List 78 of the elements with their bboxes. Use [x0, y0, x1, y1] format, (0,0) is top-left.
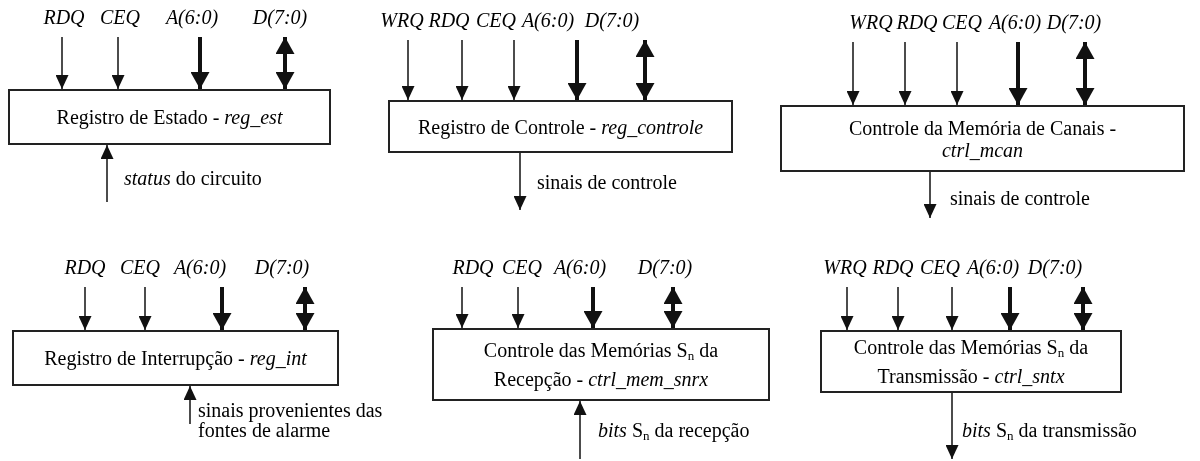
- signal-label: CEQ: [100, 5, 140, 29]
- signal-label: D(7:0): [1027, 255, 1083, 279]
- signal-label: RDQ: [43, 5, 85, 29]
- module-label: Registro de Interrupção - reg_int: [44, 347, 307, 369]
- arrow: [945, 286, 959, 331]
- signal-label: CEQ: [502, 255, 542, 279]
- arrow: [846, 41, 860, 106]
- double-arrow: [663, 287, 683, 328]
- signal-label: RDQ: [428, 8, 470, 32]
- signal-label: WRQ: [823, 255, 867, 279]
- signal-description: sinais de controle: [537, 172, 678, 192]
- arrow: [401, 39, 415, 101]
- arrow: [100, 144, 114, 203]
- arrow: [138, 286, 152, 331]
- arrow: [190, 37, 210, 89]
- signal-label: D(7:0): [254, 255, 310, 279]
- module-block: [432, 328, 770, 401]
- arrow: [573, 400, 587, 460]
- arrow: [455, 286, 469, 329]
- arrow: [1000, 287, 1020, 330]
- module-block: [780, 105, 1185, 172]
- signal-label: A(6:0): [966, 255, 1020, 279]
- signal-label: CEQ: [476, 8, 516, 32]
- signal-description: status do circuito: [124, 168, 263, 188]
- arrow: [212, 287, 232, 330]
- module-label: Controle das Memórias S$_{n}$ da Recepção - ctrl_mem_snrx: [482, 339, 720, 390]
- arrow: [945, 392, 959, 460]
- module-label: Controle das Memórias S$_{n}$ da Transmissão - ctrl_sntx: [852, 336, 1090, 387]
- arrow: [583, 287, 603, 328]
- arrow: [567, 40, 587, 100]
- signal-label: A(6:0): [988, 10, 1042, 34]
- signal-label: A(6:0): [553, 255, 607, 279]
- signal-label: RDQ: [896, 10, 938, 34]
- arrow: [923, 171, 937, 219]
- signal-label: D(7:0): [637, 255, 693, 279]
- arrow: [511, 286, 525, 329]
- signal-label: CEQ: [920, 255, 960, 279]
- signal-label: D(7:0): [252, 5, 308, 29]
- signal-label: WRQ: [849, 10, 893, 34]
- signal-label: D(7:0): [584, 8, 640, 32]
- double-arrow: [275, 37, 295, 89]
- double-arrow: [1075, 42, 1095, 105]
- double-arrow: [635, 40, 655, 100]
- arrow: [55, 36, 69, 90]
- signal-description: sinais provenientes das fontes de alarme: [198, 400, 384, 440]
- arrow: [898, 41, 912, 106]
- signal-label: D(7:0): [1046, 10, 1102, 34]
- arrow: [111, 36, 125, 90]
- module-label: Registro de Estado - reg_est: [56, 106, 283, 128]
- arrow: [1008, 42, 1028, 105]
- signal-label: RDQ: [872, 255, 914, 279]
- signal-label: A(6:0): [521, 8, 575, 32]
- module-label: Controle da Memória de Canais - ctrl_mcan: [847, 116, 1118, 161]
- arrow: [183, 385, 197, 425]
- module-block: [820, 330, 1122, 393]
- signal-description: bits S$_{n}$ da recepção: [598, 420, 751, 446]
- double-arrow: [295, 287, 315, 330]
- signal-label: A(6:0): [173, 255, 227, 279]
- module-block: [388, 100, 733, 153]
- signal-description: sinais de controle: [950, 188, 1091, 208]
- signal-description: bits S$_{n}$ da transmissão: [962, 420, 1138, 446]
- signal-label: CEQ: [120, 255, 160, 279]
- signal-label: A(6:0): [165, 5, 219, 29]
- arrow: [78, 286, 92, 331]
- signal-label: RDQ: [452, 255, 494, 279]
- module-block: [12, 330, 339, 386]
- module-label: Registro de Controle - reg_controle: [417, 115, 704, 138]
- arrow: [891, 286, 905, 331]
- signal-label: CEQ: [942, 10, 982, 34]
- arrow: [507, 39, 521, 101]
- arrow: [513, 152, 527, 211]
- arrow: [840, 286, 854, 331]
- module-block: [8, 89, 331, 145]
- signal-label: RDQ: [64, 255, 106, 279]
- arrow: [455, 39, 469, 101]
- double-arrow: [1073, 287, 1093, 330]
- arrow: [950, 41, 964, 106]
- signal-label: WRQ: [380, 8, 424, 32]
